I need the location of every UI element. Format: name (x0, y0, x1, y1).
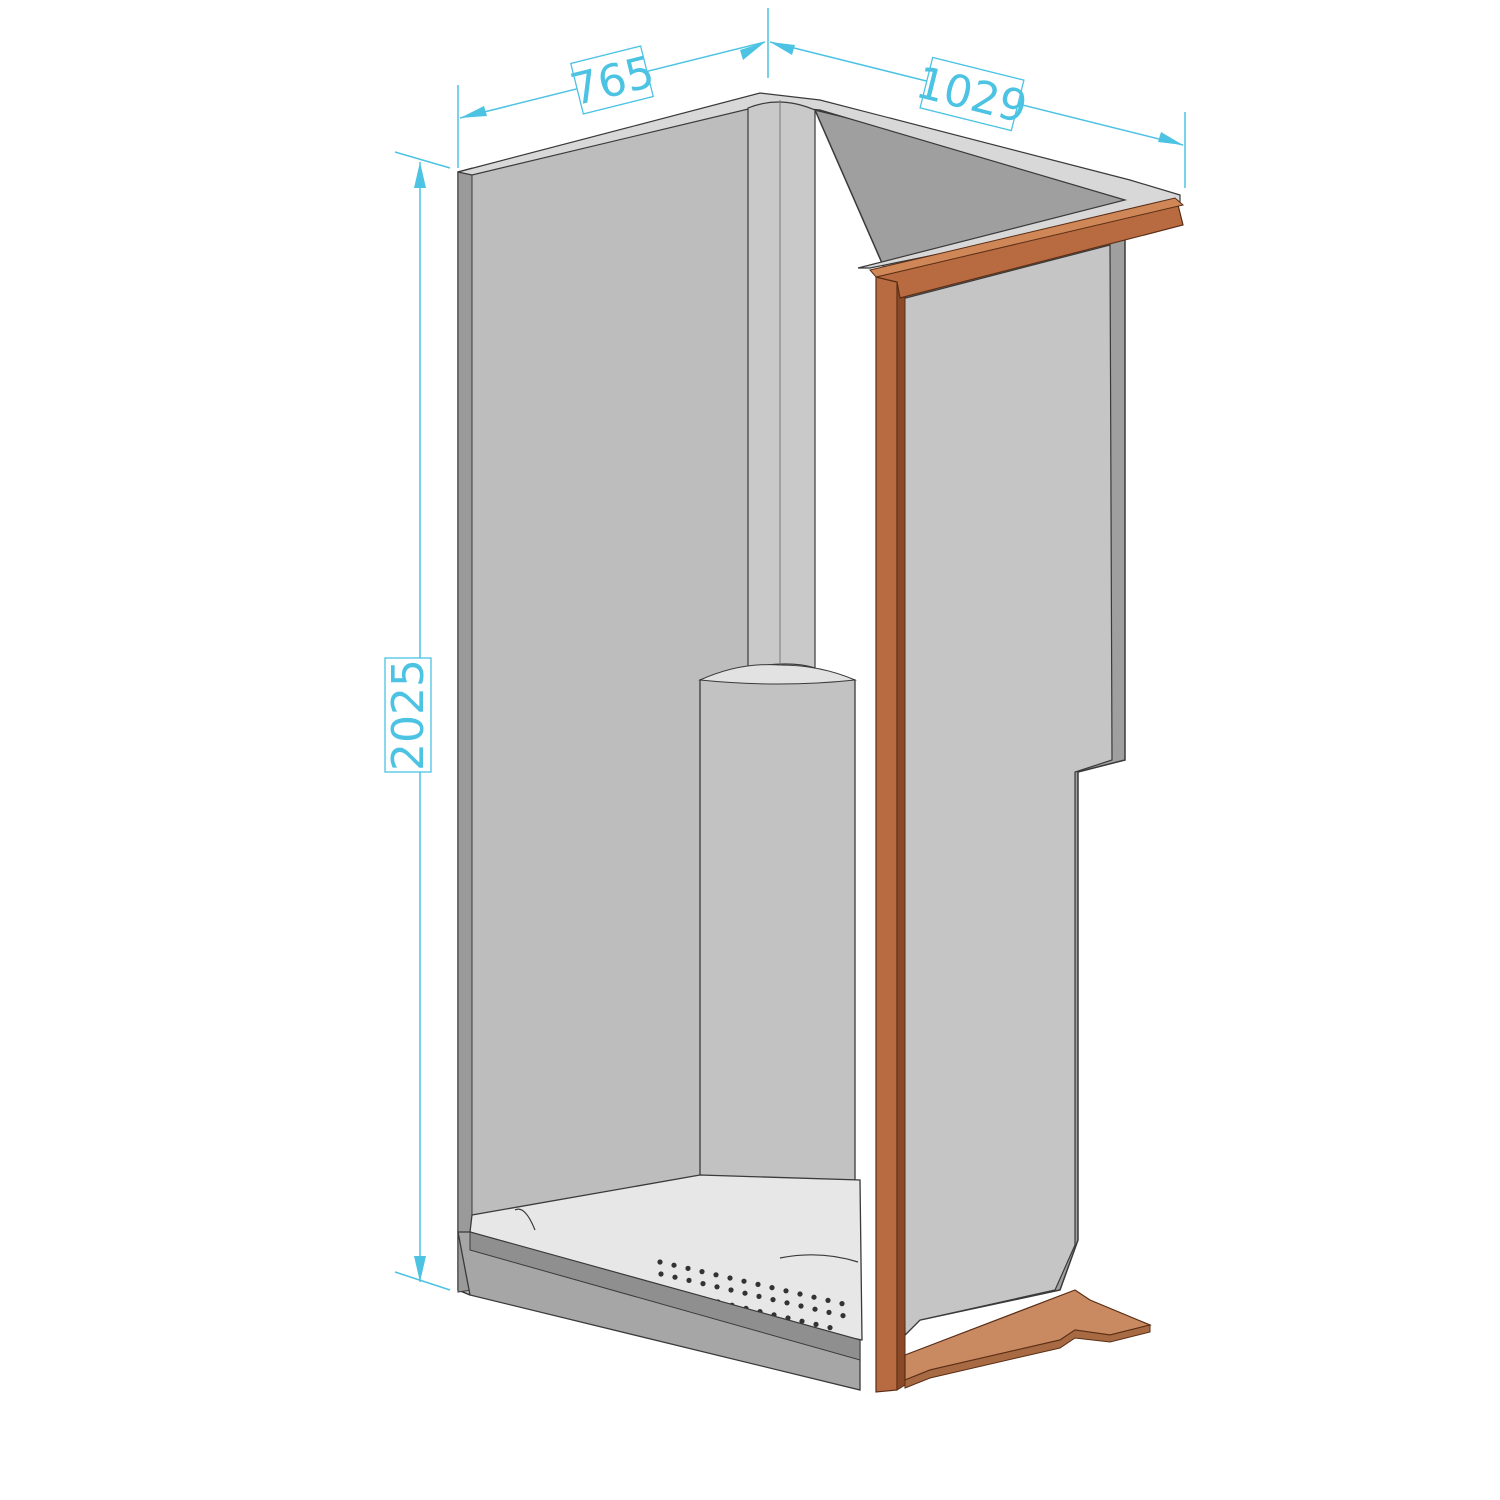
dim-label-2025-group: 2025 (383, 657, 434, 773)
dim-label-765-group: 765 (565, 45, 659, 117)
drain-hole (827, 1325, 833, 1331)
drain-hole (839, 1301, 845, 1307)
dim-label-1029: 1029 (911, 57, 1032, 134)
drain-hole (672, 1274, 678, 1280)
base-plinth-edge (904, 1324, 1151, 1389)
drain-hole (755, 1281, 761, 1287)
drain-hole (671, 1262, 677, 1268)
seat-column (699, 669, 856, 1242)
drain-hole (769, 1285, 775, 1291)
frame-post (875, 276, 898, 1393)
drain-hole (713, 1272, 719, 1278)
drain-hole (770, 1297, 776, 1303)
arrow-2025-bottom (414, 1256, 426, 1282)
dim-label-765: 765 (565, 47, 659, 117)
drain-hole (825, 1297, 831, 1303)
drain-hole (813, 1321, 819, 1327)
drain-hole (784, 1300, 790, 1306)
right-inner-panel (897, 244, 1113, 1337)
arrow-2025-top (414, 162, 426, 188)
drain-hole (699, 1269, 705, 1275)
drain-hole (685, 1265, 691, 1271)
arrow-765-right (740, 42, 765, 60)
front-lip (469, 1231, 861, 1361)
drain-hole (657, 1259, 663, 1265)
drain-hole (756, 1293, 762, 1299)
arrow-1029-left (770, 42, 795, 55)
drain-hole (799, 1318, 805, 1324)
corner-column (747, 101, 816, 669)
drain-hole (728, 1287, 734, 1293)
dim-label-2025: 2025 (383, 659, 434, 771)
left-wall-edge (457, 167, 473, 1293)
drain-hole (742, 1290, 748, 1296)
seat-top (698, 664, 857, 685)
drain-hole (783, 1288, 789, 1294)
drain-hole (811, 1294, 817, 1300)
tray-drain-curve (514, 1208, 536, 1231)
drain-hole (798, 1303, 804, 1309)
dim-box-765 (569, 45, 655, 115)
drain-hole (826, 1309, 832, 1315)
ext-line-height-bottom (394, 1271, 451, 1291)
drain-hole (686, 1277, 692, 1283)
drain-hole (840, 1313, 846, 1319)
dim-label-1029-group: 1029 (911, 56, 1032, 134)
dim-box-1029 (919, 56, 1025, 132)
drain-hole (727, 1275, 733, 1281)
drain-hole (741, 1278, 747, 1284)
drain-hole (700, 1281, 706, 1287)
dim-box-2025 (384, 657, 432, 773)
frame-post-side (896, 281, 906, 1391)
ext-line-height-top (394, 151, 451, 169)
drain-hole (658, 1271, 664, 1277)
arrow-765-left (460, 106, 487, 118)
frame-beam-top (869, 197, 1185, 278)
tray-recess (779, 1254, 859, 1263)
drain-hole (797, 1291, 803, 1297)
arrow-1029-right (1158, 132, 1183, 145)
drain-hole (812, 1306, 818, 1312)
drain-hole (714, 1284, 720, 1290)
